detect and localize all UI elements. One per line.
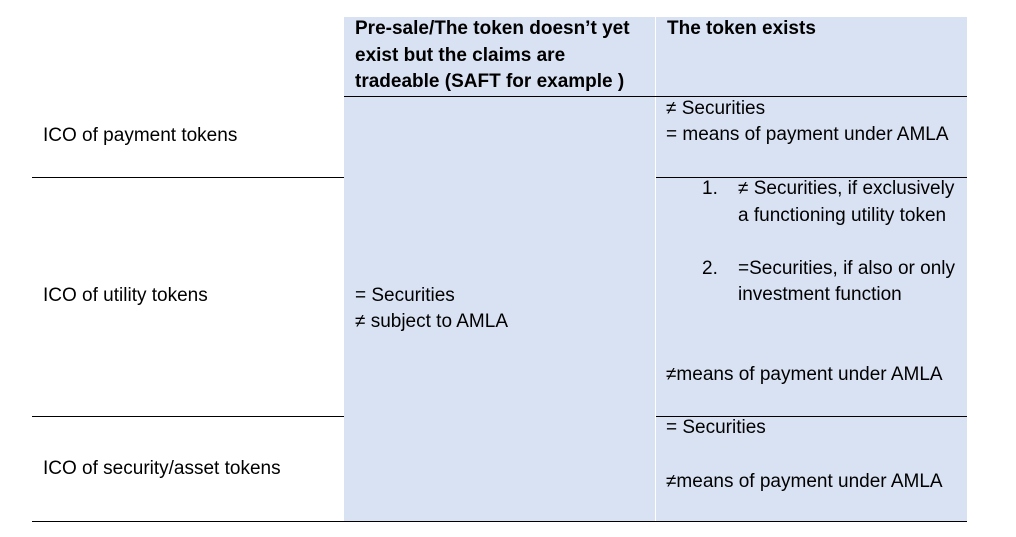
row1-bottom-rule-exists (656, 177, 967, 178)
header-cell-presale (344, 17, 655, 97)
row-label-utility: ICO of utility tokens (43, 285, 208, 306)
utility-exists-list: 1. ≠ Securities, if exclusively a functi… (666, 176, 962, 309)
header-presale-text: Pre-sale/The token doesn’t yet exist but… (355, 18, 630, 92)
row-label-payment: ICO of payment tokens (43, 125, 238, 146)
presale-line-2: ≠ subject to AMLA (355, 311, 509, 332)
header-bottom-rule (344, 96, 967, 97)
utility-exists-note: ≠means of payment under AMLA (666, 364, 943, 385)
row1-bottom-rule-label (32, 177, 344, 178)
list-item-text: =Securities, if also or only investment … (738, 257, 956, 306)
security-exists-line-2: ≠means of payment under AMLA (666, 471, 943, 492)
exists-cell-payment (656, 97, 967, 178)
list-number: 1. (702, 178, 718, 199)
presale-merged-cell (344, 97, 655, 522)
list-item-text: ≠ Securities, if exclusively a functioni… (738, 178, 955, 226)
header-exists-text: The token exists (667, 18, 816, 39)
utility-exists-item-2: 2. =Securities, if also or only investme… (666, 256, 962, 309)
table-bottom-rule (32, 521, 967, 522)
exists-cell-utility (656, 178, 967, 417)
row-label-security: ICO of security/asset tokens (43, 458, 281, 479)
list-spacer (666, 229, 962, 256)
security-exists-line-1: = Securities (666, 417, 766, 438)
payment-exists-line-1: ≠ Securities (666, 98, 766, 119)
presale-line-1: = Securities (355, 285, 455, 306)
row2-bottom-rule-exists (656, 416, 967, 417)
exists-cell-security (656, 417, 967, 522)
payment-exists-line-2: = means of payment under AMLA (666, 124, 949, 145)
row2-bottom-rule-label (32, 416, 344, 417)
header-cell-exists (656, 17, 967, 97)
list-number: 2. (702, 257, 718, 279)
utility-exists-item-1: 1. ≠ Securities, if exclusively a functi… (666, 176, 962, 229)
